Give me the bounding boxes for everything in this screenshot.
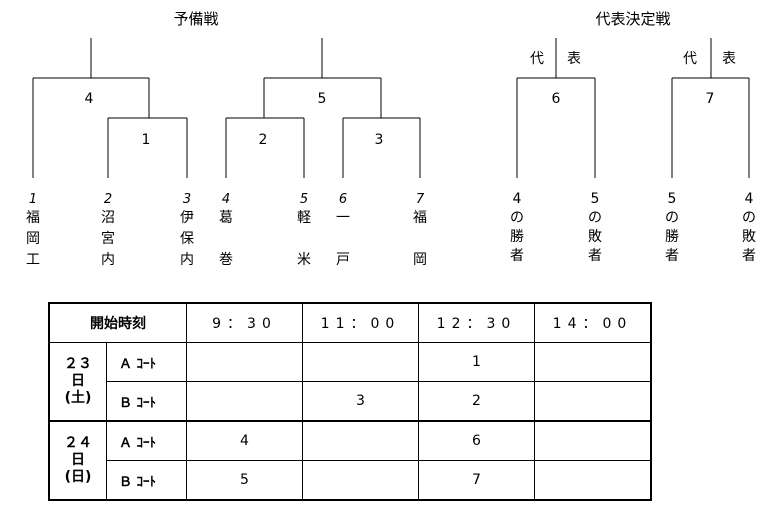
team-name-char: 巻 [219,252,233,268]
schedule-cell: 5 [186,460,303,501]
team-name-char: 一 [336,210,350,226]
rep7-header-left: 代 [683,51,697,67]
team-name-char: 岡 [26,231,40,247]
time-slot-2: 11：00 [302,302,419,343]
bracket-rep-7 [671,38,750,178]
table-row: ２３ 日 (土) Ａ ｺｰﾄ 1 [48,342,652,422]
rep-slot-char: 4 [513,191,522,207]
team-name-char: 葛 [219,210,233,226]
rep-slot-char: 者 [510,248,524,264]
time-slot-4: 14：00 [534,302,652,343]
table-row: Ｂ ｺｰﾄ 5 7 [49,460,652,501]
day-cell: ２３ 日 (土) [48,342,107,422]
day-unit: 日 [71,452,85,468]
schedule-header-row: 開始時刻 9：30 11：00 12：30 14：00 [48,302,652,343]
team-seed-1: 1 [29,192,37,207]
match-1-label: 1 [142,132,151,148]
court-label: Ｂ ｺｰﾄ [106,460,187,501]
rep-slot-char: の [665,210,679,226]
team-seed-4: 4 [222,192,230,207]
rep-slot-char: 勝 [665,229,679,245]
rep-slot-char: 4 [745,191,754,207]
day-weekday: (土) [64,390,92,406]
rep-slot-char: 者 [665,248,679,264]
team-name-char: 宮 [101,231,115,247]
day-number: ２３ [64,356,92,372]
schedule-cell [534,381,652,422]
schedule-cell: 7 [418,460,535,501]
preliminary-title: 予備戦 [173,10,218,28]
rep-slot-char: 勝 [510,229,524,245]
team-name-char: 内 [180,252,194,268]
bracket-right [225,38,421,178]
team-name-char: 内 [101,252,115,268]
team-name-char: 岡 [413,252,427,268]
team-name-char: 保 [180,231,194,247]
start-time-header: 開始時刻 [48,302,187,343]
bracket-diagram: 予備戦 代表決定戦 4 1 5 2 3 代 表 6 [26,10,756,268]
rep6-header-right: 表 [567,51,581,67]
bracket-rep-6 [516,38,596,178]
schedule-cell: 4 [186,420,303,461]
schedule-cell [534,460,652,501]
court-label: Ｂ ｺｰﾄ [106,381,187,422]
schedule-cell: 6 [418,420,535,461]
team-seed-2: 2 [104,192,112,207]
schedule-cell [534,342,652,382]
representative-title: 代表決定戦 [595,10,670,28]
time-slot-3: 12：30 [418,302,535,343]
match-2-label: 2 [259,132,268,148]
team-name-char: 福 [413,210,427,226]
day-weekday: (日) [64,469,92,485]
match-3-label: 3 [375,132,384,148]
team-seed-7: 7 [416,192,425,207]
team-name-char: 米 [297,252,311,268]
schedule-cell [302,460,419,501]
court-label: Ａ ｺｰﾄ [106,342,187,382]
rep7-header-right: 表 [722,51,736,67]
rep-slot-char: 5 [591,191,600,207]
match-6-label: 6 [552,91,561,107]
match-5-label: 5 [318,91,327,107]
match-4-label: 4 [85,91,94,107]
rep-slot-char: 者 [742,248,756,264]
court-label: Ａ ｺｰﾄ [106,420,187,461]
rep6-header-left: 代 [530,51,544,67]
team-name-char: 工 [26,252,40,268]
team-name-char: 沼 [101,210,115,226]
team-name-char: 伊 [180,210,194,226]
bracket-left [32,38,188,178]
table-row: ２４ 日 (日) Ａ ｺｰﾄ 4 6 [48,420,652,501]
team-seed-3: 3 [183,192,191,207]
rep-slot-char: 5 [668,191,677,207]
rep-slot-char: 者 [588,248,602,264]
match-7-label: 7 [706,91,715,107]
schedule-cell [302,342,419,382]
day-cell: ２４ 日 (日) [48,420,107,501]
schedule-table: 開始時刻 9：30 11：00 12：30 14：00 ２３ 日 (土) Ａ ｺ… [48,302,652,501]
rep-slot-char: の [742,210,756,226]
team-seed-5: 5 [300,192,308,207]
schedule-cell: 2 [418,381,535,422]
team-seed-6: 6 [339,192,347,207]
schedule-cell [186,342,303,382]
rep-slot-char: 敗 [588,229,602,245]
day-number: ２４ [64,435,92,451]
rep-slot-char: の [588,210,602,226]
team-name-char: 軽 [297,210,311,226]
time-slot-1: 9：30 [186,302,303,343]
table-row: Ｂ ｺｰﾄ 3 2 [49,381,652,422]
schedule-cell: 1 [418,342,535,382]
schedule-cell [186,381,303,422]
rep-slot-char: 敗 [742,229,756,245]
schedule-cell [302,420,419,461]
schedule-cell [534,420,652,461]
rep-slot-char: の [510,210,524,226]
day-unit: 日 [71,373,85,389]
schedule-cell: 3 [302,381,419,422]
team-name-char: 福 [26,210,40,226]
team-name-char: 戸 [336,252,350,268]
